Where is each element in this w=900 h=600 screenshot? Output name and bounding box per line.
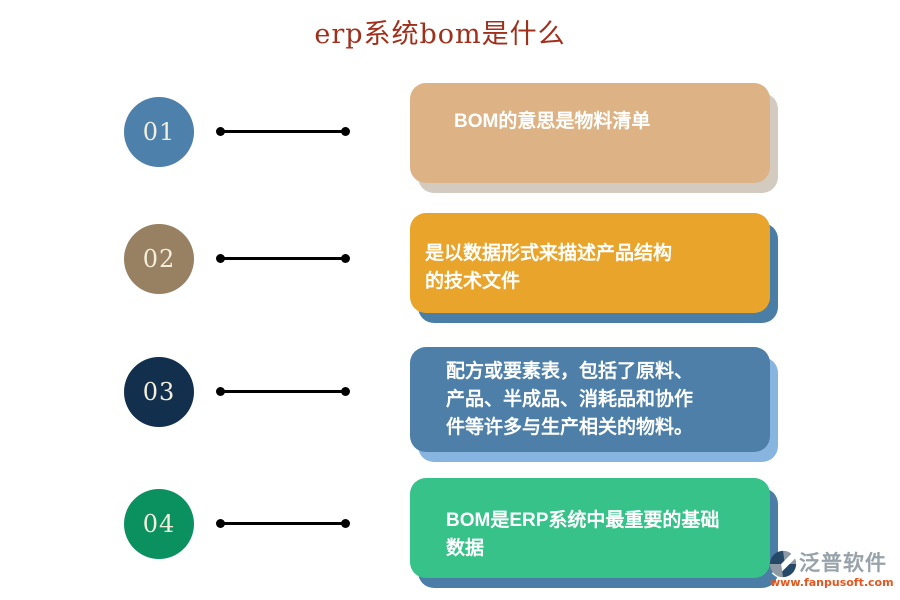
step-number-badge: 04 [124,489,194,559]
watermark-url-text: www.fanpusoft.com [770,576,894,589]
fanpu-logo-icon [769,550,797,578]
step-number-badge: 01 [124,97,194,167]
watermark-brand-text: 泛普软件 [799,551,887,575]
step-card: 配方或要素表，包括了原料、 产品、半成品、消耗品和协作 件等许多与生产相关的物料… [410,347,770,452]
step-row-2: 是以数据形式来描述产品结构 的技术文件 02 [0,213,900,323]
step-number-badge: 03 [124,357,194,427]
step-row-1: BOM的意思是物料清单 01 [0,83,900,193]
step-row-3: 配方或要素表，包括了原料、 产品、半成品、消耗品和协作 件等许多与生产相关的物料… [0,347,900,462]
step-card: 是以数据形式来描述产品结构 的技术文件 [410,213,770,313]
step-number-badge: 02 [124,224,194,294]
step-row-4: BOM是ERP系统中最重要的基础 数据 04 [0,478,900,588]
step-card: BOM是ERP系统中最重要的基础 数据 [410,478,770,578]
connector-line [216,519,350,528]
watermark: 泛普软件 www.fanpusoft.com [768,547,896,595]
page-title: erp系统bom是什么 [314,19,566,50]
step-card: BOM的意思是物料清单 [410,83,770,183]
connector-line [216,254,350,263]
connector-line [216,387,350,396]
connector-line [216,127,350,136]
